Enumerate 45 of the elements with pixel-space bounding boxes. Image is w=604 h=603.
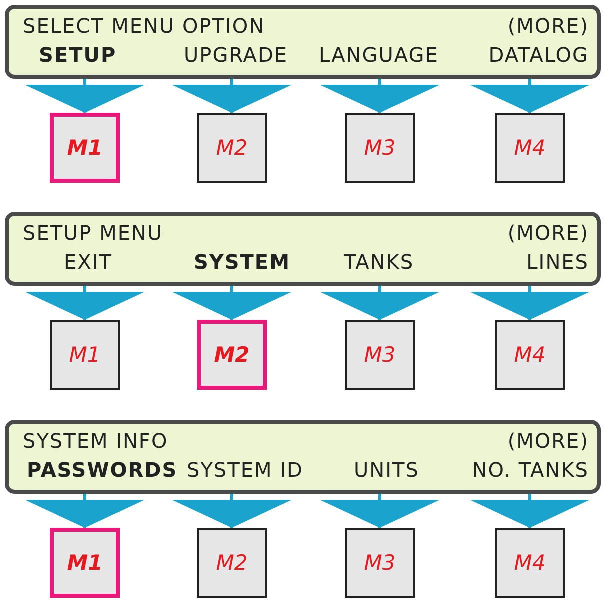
soft-key-button: M2 <box>197 113 267 183</box>
arrow <box>172 286 292 320</box>
display-heading: SELECT MENU OPTION <box>23 14 266 38</box>
menu-option: DATALOG <box>488 43 589 67</box>
soft-key-button: M4 <box>495 113 565 183</box>
menu-option: LINES <box>526 250 589 274</box>
soft-key-button: M1 <box>50 528 120 598</box>
arrow <box>470 79 590 113</box>
soft-key-button: M1 <box>50 320 120 390</box>
arrow <box>470 494 590 528</box>
menu-option: EXIT <box>64 250 112 274</box>
arrow <box>320 494 440 528</box>
arrow <box>25 494 145 528</box>
arrow <box>172 494 292 528</box>
soft-key-button: M4 <box>495 528 565 598</box>
soft-key-button: M1 <box>50 113 120 183</box>
lcd-display-panel <box>5 212 601 286</box>
lcd-display-panel <box>5 5 601 79</box>
arrow <box>172 79 292 113</box>
menu-option: SYSTEM ID <box>187 458 304 482</box>
arrow <box>470 286 590 320</box>
soft-key-button: M3 <box>345 113 415 183</box>
menu-option: SYSTEM <box>194 250 290 274</box>
soft-key-button: M3 <box>345 320 415 390</box>
menu-option: TANKS <box>344 250 414 274</box>
soft-key-button: M4 <box>495 320 565 390</box>
display-heading: SETUP MENU <box>23 221 164 245</box>
arrow <box>25 286 145 320</box>
soft-key-button: M2 <box>197 320 267 390</box>
more-indicator: (MORE) <box>508 14 589 38</box>
menu-option: SETUP <box>39 43 117 67</box>
more-indicator: (MORE) <box>508 429 589 453</box>
menu-option: UPGRADE <box>184 43 288 67</box>
menu-option: NO. TANKS <box>472 458 589 482</box>
soft-key-button: M2 <box>197 528 267 598</box>
display-heading: SYSTEM INFO <box>23 429 168 453</box>
menu-option: LANGUAGE <box>319 43 439 67</box>
menu-option: UNITS <box>354 458 420 482</box>
menu-option: PASSWORDS <box>27 458 178 482</box>
arrow <box>320 286 440 320</box>
arrow <box>25 79 145 113</box>
lcd-display-panel <box>5 420 601 494</box>
soft-key-button: M3 <box>345 528 415 598</box>
more-indicator: (MORE) <box>508 221 589 245</box>
arrow <box>320 79 440 113</box>
